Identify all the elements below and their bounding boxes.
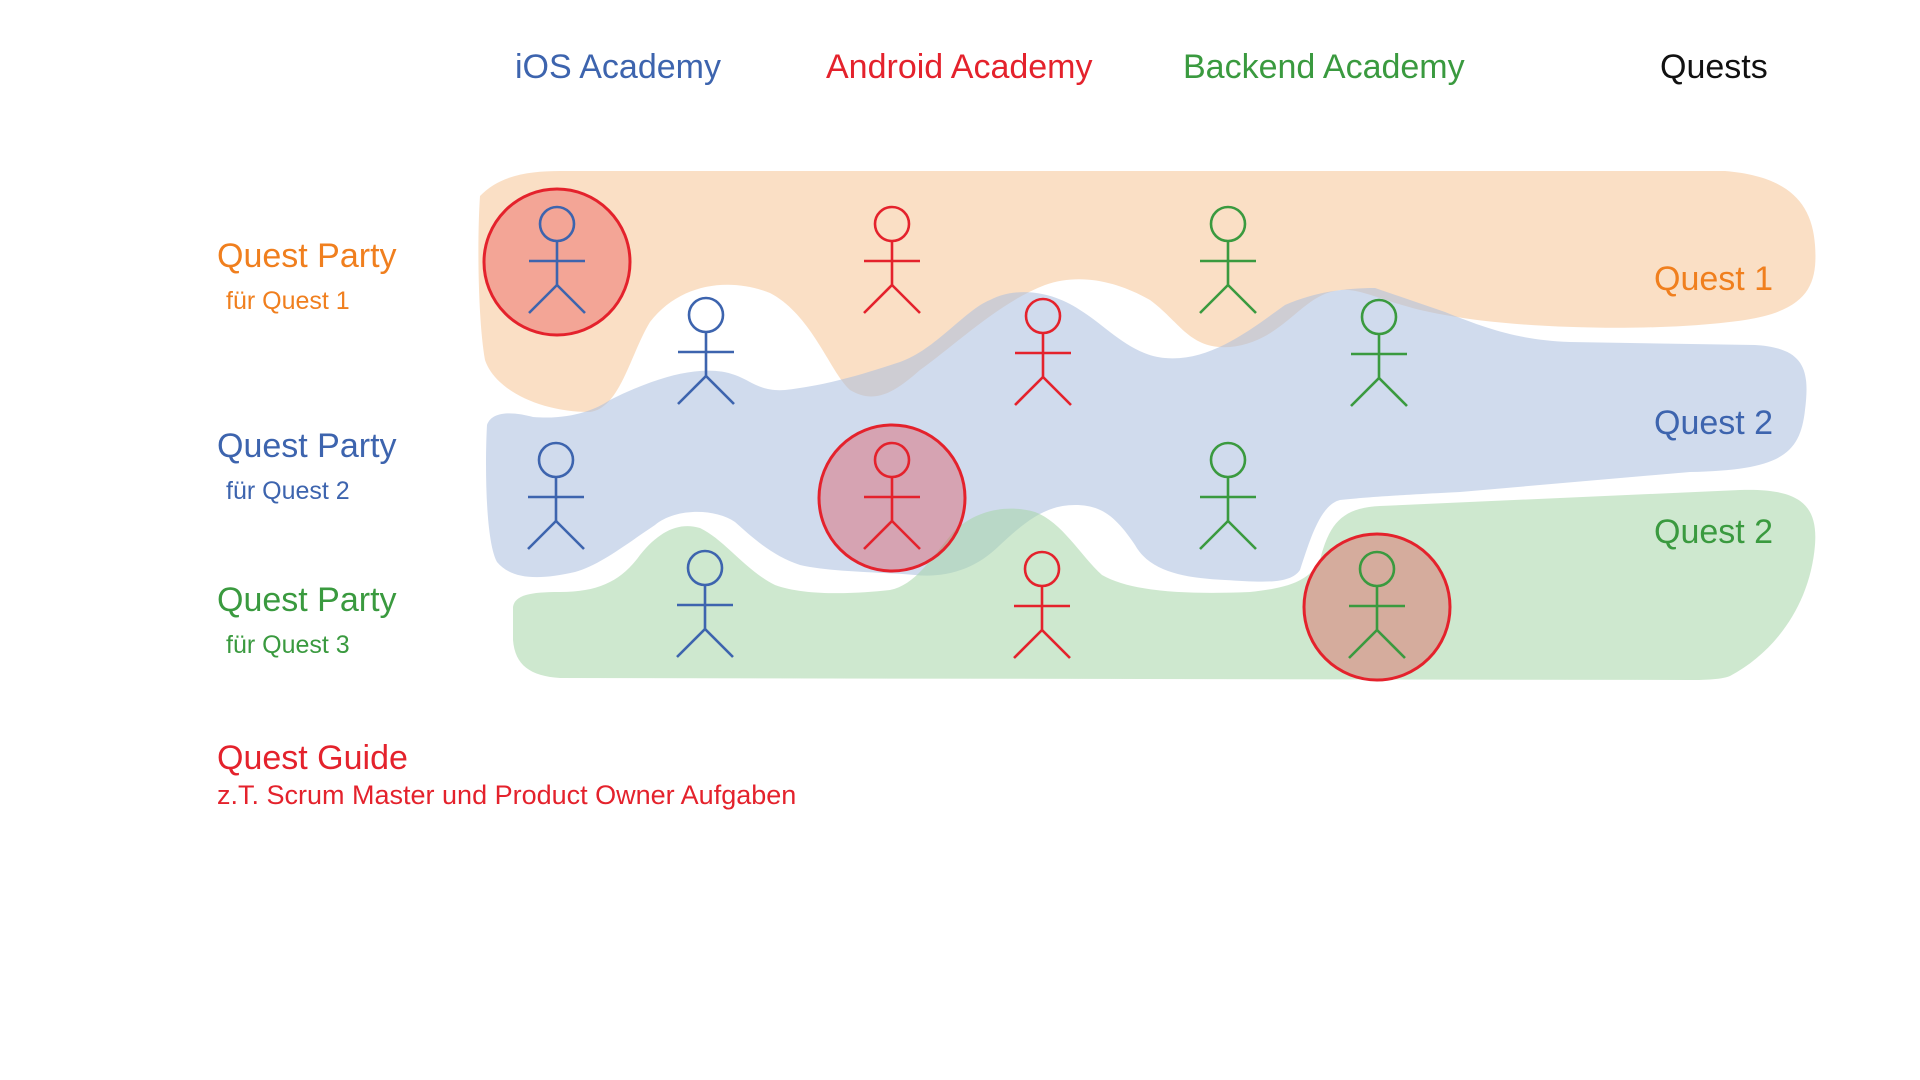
figure-right-leg [891,284,921,314]
figure-left-leg [528,284,558,314]
figure-left-leg [1199,284,1229,314]
figure-left-leg [1013,629,1043,659]
figure-left-leg [863,520,893,550]
figure-right-leg [1227,520,1257,550]
quest-2-band [486,288,1807,582]
quest-1-band [478,171,1816,412]
stick-figure-android-party-2 [817,423,967,573]
quest-guide-title: Quest Guide [217,739,408,777]
stick-figure-backend-party-2 [1350,298,1408,407]
figure-right-leg [1041,629,1071,659]
stick-figure-backend-party-3 [1302,532,1452,682]
figure-right-leg [891,520,921,550]
figure-left-leg [677,375,707,405]
figure-right-leg [1378,377,1408,407]
figure-right-leg [555,520,585,550]
figure-right-leg [1376,629,1406,659]
stick-figure-ios-party-1 [482,187,632,337]
figure-head [687,296,725,334]
figure-left-leg [863,284,893,314]
party-3-title: Quest Party [217,581,397,619]
stick-figure-android-party-2 [1014,297,1072,406]
quest-2-label: Quest 2 [1654,404,1774,442]
figure-right-leg [705,375,735,405]
stick-figure-android-party-3 [1013,550,1071,659]
figure-left-leg [1348,629,1378,659]
figure-left-leg [676,628,706,658]
quest-3-band [513,489,1816,680]
ios-academy-label: iOS Academy [515,48,721,86]
android-academy-label: Android Academy [826,48,1093,86]
party-1-subtitle: für Quest 1 [226,287,350,315]
figure-right-leg [704,628,734,658]
figure-right-leg [1042,376,1072,406]
stick-figure-ios-party-1 [677,296,735,405]
figure-right-leg [1227,284,1257,314]
stick-figure-backend-party-2 [1199,441,1257,550]
figure-right-leg [556,284,586,314]
party-1-title: Quest Party [217,237,397,275]
party-2-title: Quest Party [217,427,397,465]
figure-left-leg [527,520,557,550]
quests-column-label: Quests [1660,48,1768,86]
figure-left-leg [1350,377,1380,407]
stick-figure-backend-party-1 [1199,205,1257,314]
quest-1-label: Quest 1 [1654,260,1774,298]
quest-guide-subtitle: z.T. Scrum Master und Product Owner Aufg… [217,780,797,810]
quest-2-green-label: Quest 2 [1654,513,1774,551]
stick-figure-ios-party-3 [676,549,734,658]
figure-left-leg [1199,520,1229,550]
party-3-subtitle: für Quest 3 [226,631,350,659]
stick-figure-android-party-1 [863,205,921,314]
stick-figure-ios-party-2 [527,441,585,550]
party-2-subtitle: für Quest 2 [226,477,350,505]
figure-left-leg [1014,376,1044,406]
backend-academy-label: Backend Academy [1183,48,1465,86]
